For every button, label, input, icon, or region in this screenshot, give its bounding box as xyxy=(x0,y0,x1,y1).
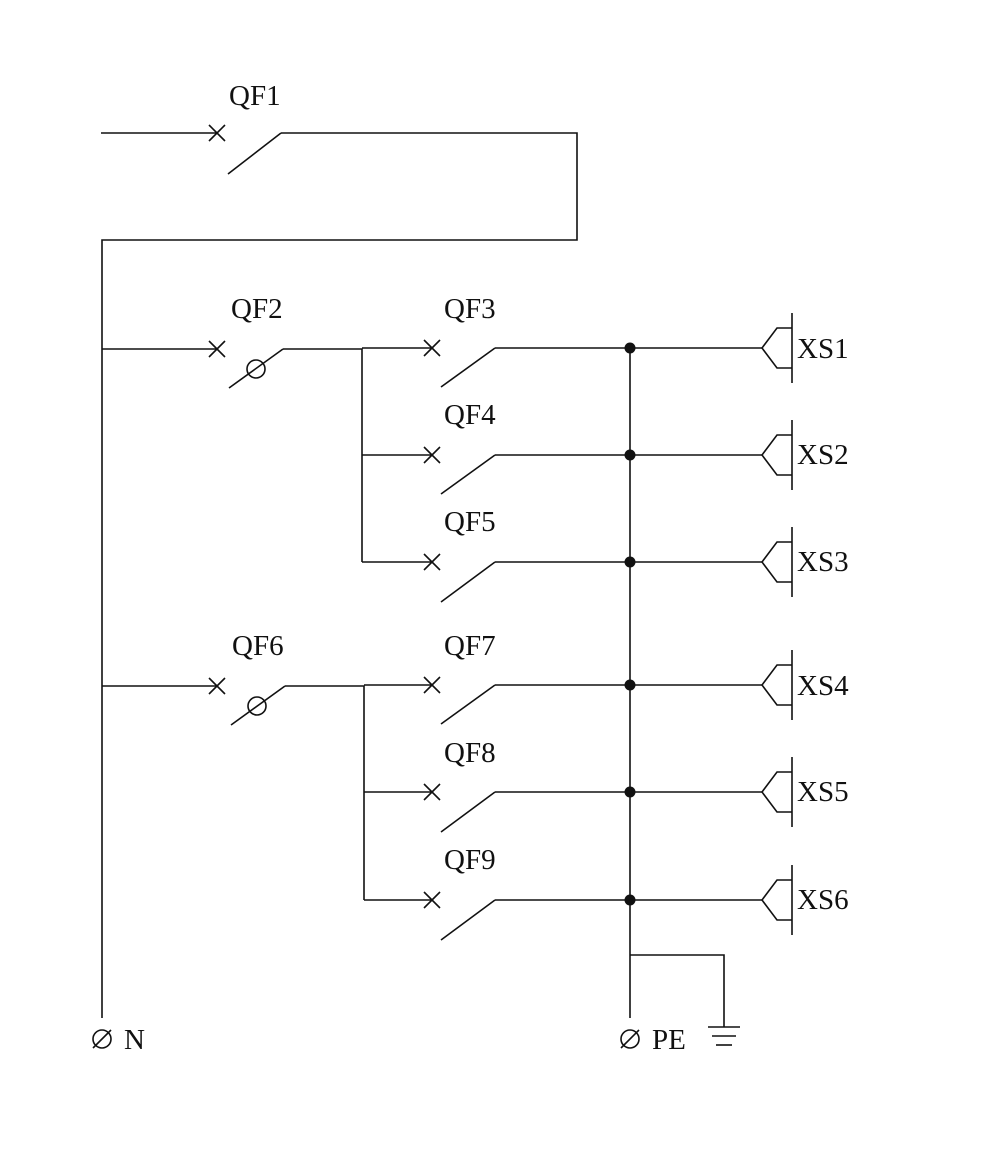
breaker-contact xyxy=(440,791,496,833)
branch-breaker-qf4 xyxy=(362,446,762,495)
socket-icon xyxy=(761,757,793,827)
breaker-contact xyxy=(228,348,284,389)
junction-dot xyxy=(624,679,636,691)
ground-icon xyxy=(708,1026,740,1046)
branch-bus-1 xyxy=(283,348,363,562)
breaker-cross-icon xyxy=(423,783,441,801)
qf8-label: QF8 xyxy=(444,737,496,769)
breaker-contact xyxy=(230,685,286,726)
n-label: N xyxy=(124,1024,145,1056)
breaker-contact xyxy=(440,347,496,388)
junction-dot xyxy=(624,556,636,568)
qf7-label: QF7 xyxy=(444,630,496,662)
pe-bus xyxy=(624,342,725,1027)
breaker-cross-icon xyxy=(423,446,441,464)
qf3-label: QF3 xyxy=(444,293,496,325)
socket-icon xyxy=(761,527,793,597)
branch-bus-2 xyxy=(285,685,365,900)
xs6-label: XS6 xyxy=(797,884,849,916)
xs3-label: XS3 xyxy=(797,546,849,578)
xs1-label: XS1 xyxy=(797,333,849,365)
breaker-contact xyxy=(440,561,496,603)
terminal-n-icon xyxy=(92,1029,112,1049)
xs4-label: XS4 xyxy=(797,670,849,702)
xs2-label: XS2 xyxy=(797,439,849,471)
rcd-circle-icon xyxy=(247,696,267,716)
xs5-label: XS5 xyxy=(797,776,849,808)
breaker-cross-icon xyxy=(423,676,441,694)
rcd-breaker-qf6 xyxy=(102,677,365,900)
breaker-contact xyxy=(227,132,282,175)
qf1-label: QF1 xyxy=(229,80,281,112)
socket-icon xyxy=(761,650,793,720)
qf9-label: QF9 xyxy=(444,844,496,876)
junction-dot xyxy=(624,894,636,906)
socket-icon xyxy=(761,313,793,383)
terminal-pe-icon xyxy=(620,1029,640,1049)
rcd-circle-icon xyxy=(246,359,266,379)
breaker-contact xyxy=(440,899,496,941)
qf2-label: QF2 xyxy=(231,293,283,325)
branch-breaker-qf9 xyxy=(364,891,762,941)
ground-link xyxy=(630,954,725,1027)
rcd-breaker-qf2 xyxy=(102,340,363,562)
junction-dot xyxy=(624,342,636,354)
breaker-cross-icon xyxy=(208,340,226,358)
breaker-cross-icon xyxy=(423,339,441,357)
breaker-cross-icon xyxy=(423,553,441,571)
junction-dot xyxy=(624,449,636,461)
pe-label: PE xyxy=(652,1024,686,1056)
branch-breaker-qf3 xyxy=(362,339,762,388)
qf4-label: QF4 xyxy=(444,399,496,431)
branch-breaker-qf5 xyxy=(362,553,762,603)
breaker-cross-icon xyxy=(208,124,226,142)
junction-dot xyxy=(624,786,636,798)
socket-icon xyxy=(761,865,793,935)
socket-icon xyxy=(761,420,793,490)
breaker-contact xyxy=(440,454,496,495)
branch-breaker-qf8 xyxy=(364,783,762,833)
breaker-cross-icon xyxy=(208,677,226,695)
branch-circuits: QF3 XS1 QF4 XS2 xyxy=(362,293,849,941)
qf6-label: QF6 xyxy=(232,630,284,662)
branch-breaker-qf7 xyxy=(364,676,762,725)
breaker-cross-icon xyxy=(423,891,441,909)
main-breaker-qf1 xyxy=(101,124,578,1018)
breaker-contact xyxy=(440,684,496,725)
qf5-label: QF5 xyxy=(444,506,496,538)
feed-loop xyxy=(101,132,578,1018)
